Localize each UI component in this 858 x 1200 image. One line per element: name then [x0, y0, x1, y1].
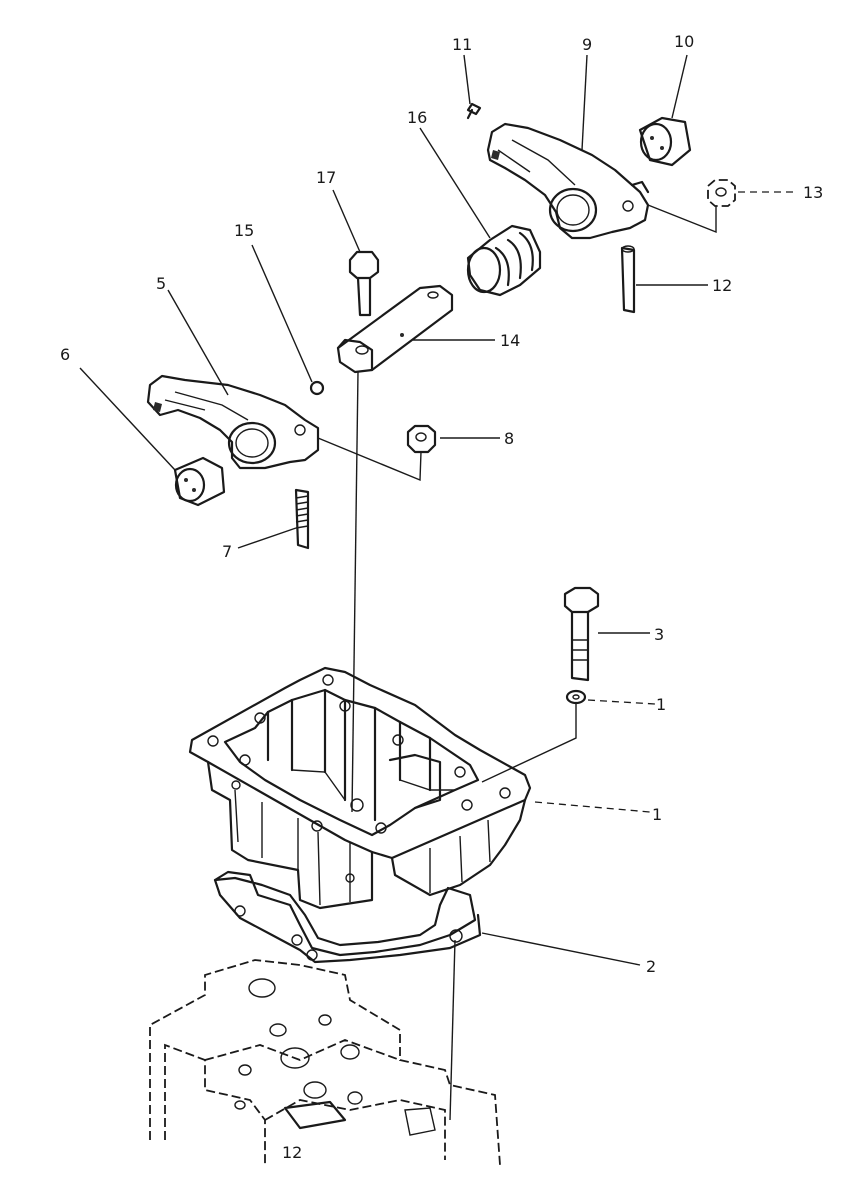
- callout-10: 10: [674, 32, 694, 51]
- rocker-arm-part-9: [486, 122, 650, 240]
- spring-part-16: [466, 224, 542, 297]
- callout-11: 11: [452, 35, 472, 54]
- callout-5: 5: [156, 274, 166, 293]
- ball-part-15: [309, 380, 325, 396]
- callout-13: 13: [803, 183, 823, 202]
- callout-15: 15: [234, 221, 254, 240]
- callout-2: 2: [646, 957, 656, 976]
- engraving-label: 12: [282, 1143, 302, 1162]
- callout-9: 9: [582, 35, 592, 54]
- gasket-part-2: [213, 870, 482, 964]
- callout-6: 6: [60, 345, 70, 364]
- cylinder-head: 12: [149, 959, 501, 1166]
- rocker-housing-part-1: [188, 666, 532, 910]
- adjusting-screw-part-7: [294, 488, 310, 550]
- callout-1-housing: 1: [652, 805, 662, 824]
- leader-lines: [79, 54, 798, 1121]
- callout-8: 8: [504, 429, 514, 448]
- washer-part-4: [565, 689, 587, 705]
- callout-3: 3: [654, 625, 664, 644]
- adjusting-screw-part-12: [620, 245, 636, 314]
- callout-1-washer: 1: [656, 695, 666, 714]
- bolt-part-17: [348, 250, 380, 317]
- rocker-arm-part-5: [146, 374, 320, 470]
- bushing-part-6: [173, 456, 226, 507]
- callout-17: 17: [316, 168, 336, 187]
- callout-12: 12: [712, 276, 732, 295]
- pin-part-11: [466, 102, 482, 120]
- rocker-shaft-part-14: [336, 284, 454, 374]
- callout-labels: 6 5 15 17 16 11 9 10 13 12 14 8 7 3 1 1 …: [60, 32, 823, 976]
- bushing-part-10: [638, 116, 692, 167]
- nut-part-8: [406, 424, 437, 454]
- nut-part-13: [707, 179, 736, 207]
- callout-16: 16: [407, 108, 427, 127]
- bolt-part-3: [563, 586, 600, 682]
- callout-7: 7: [222, 542, 232, 561]
- callout-14: 14: [500, 331, 520, 350]
